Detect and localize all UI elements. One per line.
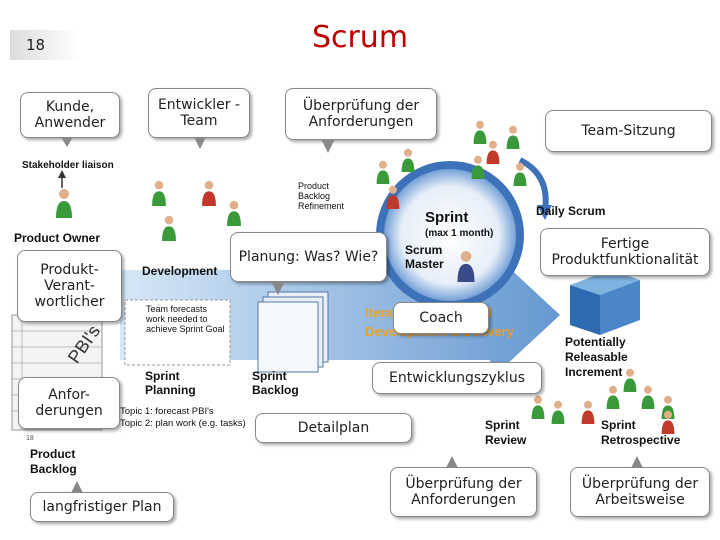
increment-cube — [570, 270, 640, 295]
callout-ueberpruefung-bottom: Überprüfung der Anforderungen — [390, 456, 537, 517]
sprint-retro-label-1: Sprint — [601, 418, 636, 432]
callout-arbeitsweise-tail — [631, 456, 643, 468]
sprint-label: Sprint — [425, 209, 468, 226]
team-forecast-box — [124, 299, 231, 366]
callout-coach: Coach — [393, 302, 489, 334]
sprint-planning-label-2: Planning — [145, 383, 196, 397]
callout-produktverantwortlicher: Produkt-Verant-wortlicher — [17, 250, 122, 322]
backlog-row-number: 18 — [26, 435, 34, 442]
callout-anforderungen: Anfor-derungen — [18, 377, 120, 429]
potentially-label-2: Releasable — [565, 350, 628, 364]
callout-entwickler-tail — [194, 137, 206, 149]
callout-planung-text: Planung: Was? Wie? — [238, 248, 379, 265]
slide-number: 18 — [26, 36, 46, 54]
product-owner-label: Product Owner — [14, 231, 100, 245]
topic2-label: Topic 2: plan work (e.g. tasks) — [120, 418, 246, 429]
potentially-label-3: Increment — [565, 365, 622, 379]
development-team-label: Development — [142, 264, 217, 278]
callout-langfristiger-plan-tail — [71, 481, 83, 493]
callout-kunde: Kunde, Anwender — [20, 92, 120, 147]
slide-title: Scrum — [311, 20, 409, 55]
callout-arbeitsweise: Überprüfung der Arbeitsweise — [570, 456, 710, 517]
callout-fertige: Fertige Produktfunktionalität — [540, 228, 710, 276]
callout-fertige-text: Fertige Produktfunktionalität — [551, 235, 699, 268]
callout-detailplan-text: Detailplan — [297, 419, 370, 436]
callout-langfristiger-plan: langfristiger Plan — [30, 481, 174, 522]
product-backlog-refinement-label: Product Backlog Refinement — [298, 181, 345, 211]
sprint-planning-label-1: Sprint — [145, 369, 180, 383]
sprint-review-label-2: Review — [485, 433, 527, 447]
callout-team-sitzung-text: Team-Sitzung — [581, 122, 676, 139]
sprint-backlog-label-2: Backlog — [252, 383, 299, 397]
callout-kunde-tail — [61, 137, 73, 147]
team-forecasts-label: Team forecasts work needed to achieve Sp… — [146, 304, 225, 334]
sprint-retro-label-2: Retrospective — [601, 433, 681, 447]
stakeholder-liaison-label: Stakeholder liaison — [22, 160, 114, 171]
callout-planung-tail — [271, 281, 285, 295]
scrum-master-label: Scrum Master — [405, 243, 444, 271]
callout-ueberpruefung-top: Überprüfung der Anforderungen — [285, 88, 437, 153]
sprint-review-label-1: Sprint — [485, 418, 520, 432]
callout-anforderungen-text: Anfor-derungen — [35, 386, 103, 419]
slide-number-bar — [10, 30, 80, 60]
callout-kunde-text: Kunde, Anwender — [34, 98, 106, 131]
callout-langfristiger-plan-text: langfristiger Plan — [42, 498, 162, 515]
callout-coach-text: Coach — [419, 309, 463, 326]
potentially-label-1: Potentially — [565, 335, 626, 349]
callout-entwicklungszyklus: Entwicklungszyklus — [372, 362, 542, 394]
callout-entwickler-text: Entwickler -Team — [157, 96, 241, 129]
callout-detailplan: Detailplan — [255, 413, 412, 443]
callout-arbeitsweise-text: Überprüfung der Arbeitsweise — [581, 475, 699, 508]
callout-entwickler: Entwickler -Team — [148, 88, 250, 149]
callout-ueberpruefung-bottom-tail — [446, 456, 458, 468]
callout-entwicklungszyklus-text: Entwicklungszyklus — [389, 369, 525, 386]
sprint-backlog-label-1: Sprint — [252, 369, 287, 383]
daily-scrum-label: Daily Scrum — [536, 204, 605, 218]
callout-produktverantwortlicher-text: Produkt-Verant-wortlicher — [34, 261, 105, 311]
callout-ueberpruefung-top-text: Überprüfung der Anforderungen — [302, 97, 420, 130]
sprint-duration-label: (max 1 month) — [425, 228, 493, 239]
callout-planung: Planung: Was? Wie? — [230, 232, 387, 295]
product-backlog-label-2: Backlog — [30, 462, 77, 476]
callout-team-sitzung: Team-Sitzung — [545, 110, 712, 152]
callout-ueberpruefung-top-tail — [321, 139, 335, 153]
topic1-label: Topic 1: forecast PBI's — [120, 406, 214, 417]
product-backlog-label-1: Product — [30, 447, 75, 461]
callout-ueberpruefung-bottom-text: Überprüfung der Anforderungen — [405, 475, 522, 508]
